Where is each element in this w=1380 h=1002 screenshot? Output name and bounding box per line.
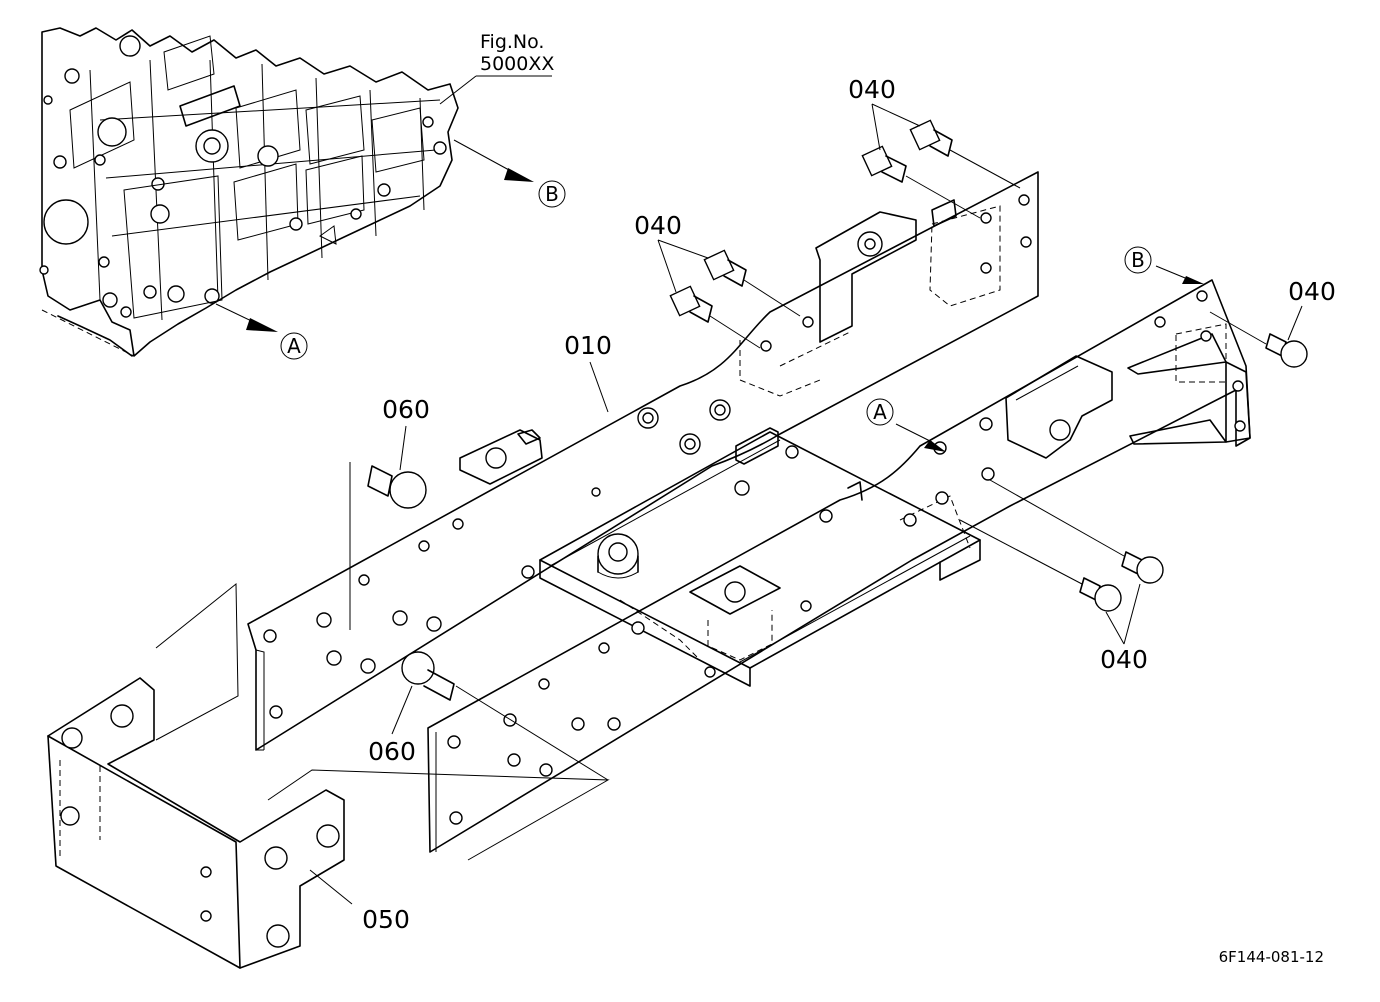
callout-060-bottom: 060 xyxy=(368,737,416,766)
bolt-040-top-1 xyxy=(909,119,953,157)
bolt-040-mid-1 xyxy=(703,249,747,287)
fig-no-value: 5000XX xyxy=(480,53,554,75)
bolt-040-bottom-2 xyxy=(1079,577,1122,612)
view-b-engine: B xyxy=(545,182,559,206)
bolt-040-right xyxy=(1265,333,1308,368)
fig-no-label: Fig.No. xyxy=(480,31,544,53)
drawing-code: 6F144-081-12 xyxy=(1219,948,1324,966)
bolt-040-mid-2 xyxy=(669,285,713,323)
bolt-040-bottom-1 xyxy=(1121,551,1164,584)
callout-040-right: 040 xyxy=(1288,277,1336,306)
callout-060-top: 060 xyxy=(382,395,430,424)
main-frame xyxy=(247,171,1251,853)
engine-block xyxy=(39,27,459,357)
front-bracket xyxy=(47,677,345,969)
bolt-060-bottom xyxy=(401,651,455,701)
bolt-040-top-2 xyxy=(861,145,907,183)
view-a-engine: A xyxy=(287,334,301,358)
view-a-frame: A xyxy=(873,400,887,424)
callout-010: 010 xyxy=(564,331,612,360)
callout-040-top: 040 xyxy=(848,75,896,104)
callout-040-bottom: 040 xyxy=(1100,645,1148,674)
bolt-060-top xyxy=(367,465,427,509)
callout-050: 050 xyxy=(362,905,410,934)
callout-040-mid: 040 xyxy=(634,211,682,240)
view-b-frame: B xyxy=(1131,248,1145,272)
